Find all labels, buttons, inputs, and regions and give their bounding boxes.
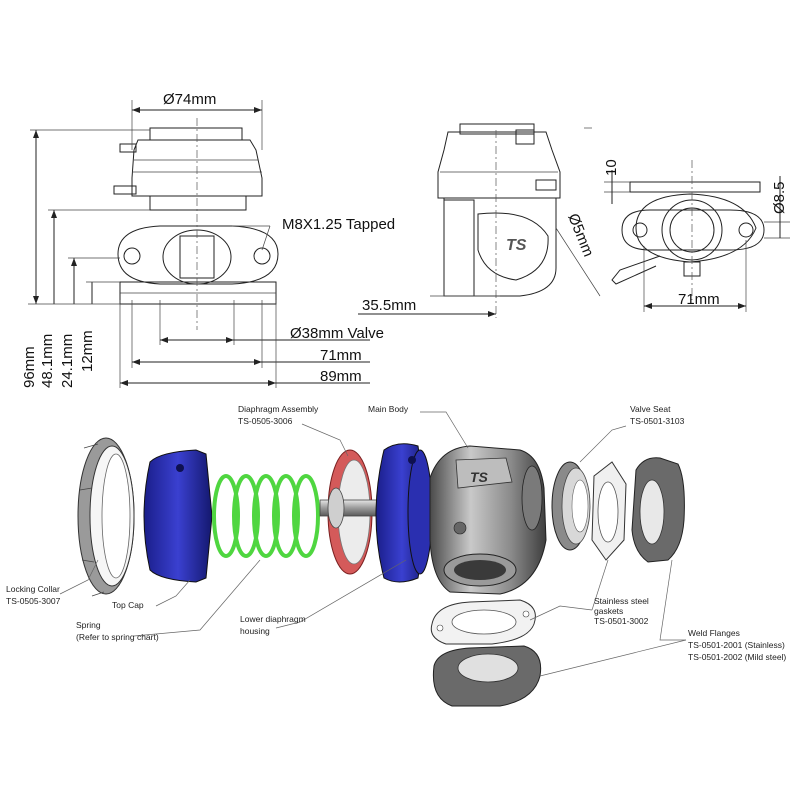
label-gasket-code: TS-0501-3002: [594, 616, 649, 626]
label-valve-seat: Valve Seat: [630, 404, 671, 414]
body-logo: TS: [470, 469, 489, 485]
label-collar-code: TS-0505-3007: [6, 596, 61, 606]
dim-74: Ø74mm: [163, 91, 216, 108]
spring: [212, 474, 320, 558]
valve-seat: [551, 461, 591, 551]
dim-8-5: Ø8.5: [771, 181, 788, 214]
dim-96: 96mm: [21, 346, 38, 388]
front-view: Ø74mm M8X1.25 Tapped 96mm 48.1mm 24.1mm …: [21, 91, 395, 388]
diaphragm-assembly: [319, 449, 381, 575]
label-spring-note: (Refer to spring chart): [76, 632, 159, 642]
dim-71-b: 71mm: [678, 291, 720, 308]
label-top-cap: Top Cap: [112, 600, 144, 610]
label-flange-code-1: TS-0501-2001 (Stainless): [688, 640, 785, 650]
flange-right: [631, 457, 685, 563]
dim-89: 89mm: [320, 368, 362, 385]
dim-24-1: 24.1mm: [59, 334, 76, 388]
label-spring: Spring: [76, 620, 101, 630]
top-cap: [143, 449, 213, 583]
lower-diaphragm-housing: [375, 443, 433, 583]
label-gasket-sub: gaskets: [594, 606, 623, 616]
dim-5: Ø5mm: [564, 211, 597, 259]
label-flange: Weld Flanges: [688, 628, 740, 638]
label-lower-housing-sub: housing: [240, 626, 270, 636]
label-main-body: Main Body: [368, 404, 409, 414]
label-gasket: Stainless steel: [594, 596, 649, 606]
flange-view: 10 Ø8.5 71mm: [603, 159, 790, 312]
dim-12: 12mm: [79, 330, 96, 372]
gasket-bottom: [430, 599, 536, 645]
dim-35-5: 35.5mm: [362, 297, 416, 314]
dim-38-valve: Ø38mm Valve: [290, 325, 384, 342]
exploded-view: TS: [6, 404, 786, 707]
dim-48-1: 48.1mm: [39, 334, 56, 388]
dim-m8-tapped: M8X1.25 Tapped: [282, 216, 395, 233]
dim-10: 10: [603, 159, 620, 176]
label-lower-housing: Lower diaphragm: [240, 614, 306, 624]
label-collar: Locking Collar: [6, 584, 60, 594]
label-valve-seat-code: TS-0501-3103: [630, 416, 685, 426]
locking-collar: [77, 437, 135, 597]
label-diaphragm: Diaphragm Assembly: [238, 404, 319, 414]
main-body: TS: [429, 445, 547, 595]
gasket-right: [591, 461, 627, 561]
flange-bottom: [432, 645, 542, 707]
dim-71: 71mm: [320, 347, 362, 364]
label-diaphragm-code: TS-0505-3006: [238, 416, 293, 426]
turbosmart-logo: TS: [506, 237, 527, 254]
label-flange-code-2: TS-0501-2002 (Mild steel): [688, 652, 786, 662]
